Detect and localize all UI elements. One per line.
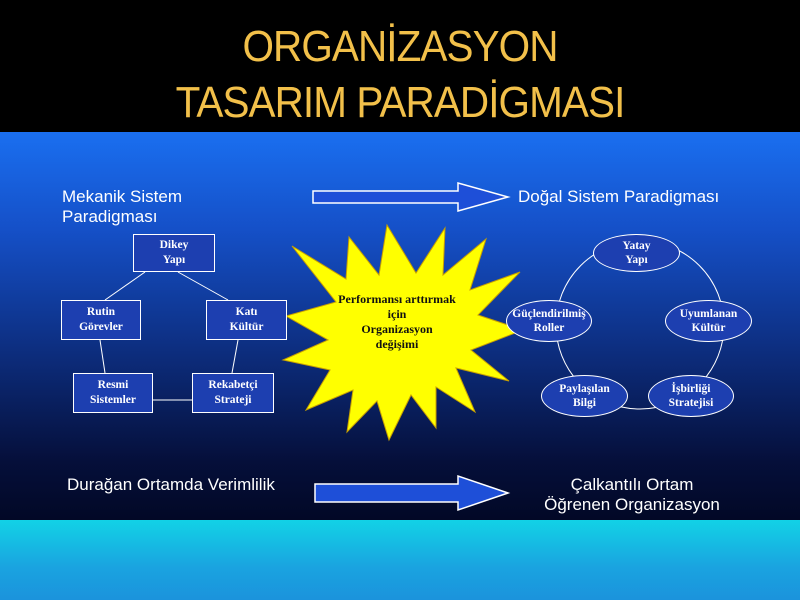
center-star: [281, 223, 525, 442]
node-rutin-gorevler: Rutin Görevler: [61, 300, 141, 340]
right-footer-label: Çalkantılı Ortam Öğrenen Organizasyon: [544, 475, 720, 514]
slide-title-line2: TASARIM PARADİGMASI: [175, 78, 626, 127]
center-star-text: Performansı arttırmak için Organizasyon …: [338, 292, 456, 351]
node-yatay-yapi: Yatay Yapı: [593, 234, 680, 272]
footer-band: [0, 520, 800, 600]
node-paylasilan-bilgi: Paylaşılan Bilgi: [541, 375, 628, 417]
bottom-arrow: [314, 474, 511, 512]
top-arrow: [312, 182, 511, 212]
left-heading: Mekanik Sistem Paradigması: [62, 187, 182, 226]
node-isbirligi-stratejisi: İşbirliği Stratejisi: [648, 375, 734, 417]
node-guclendirilmis-roller: Güçlendirilmiş Roller: [506, 300, 592, 342]
left-network-lines: [99, 271, 239, 401]
node-kati-kultur: Katı Kültür: [206, 300, 287, 340]
title-bar: [0, 0, 800, 132]
node-dikey-yapi: Dikey Yapı: [133, 234, 215, 272]
node-rekabetci-strateji: Rekabetçi Strateji: [192, 373, 274, 413]
left-footer-label: Durağan Ortamda Verimlilik: [67, 475, 275, 494]
node-uyumlanan-kultur: Uyumlanan Kültür: [665, 300, 752, 342]
slide-title-line1: ORGANİZASYON: [242, 22, 558, 71]
right-heading: Doğal Sistem Paradigması: [518, 187, 720, 206]
node-resmi-sistemler: Resmi Sistemler: [73, 373, 153, 413]
